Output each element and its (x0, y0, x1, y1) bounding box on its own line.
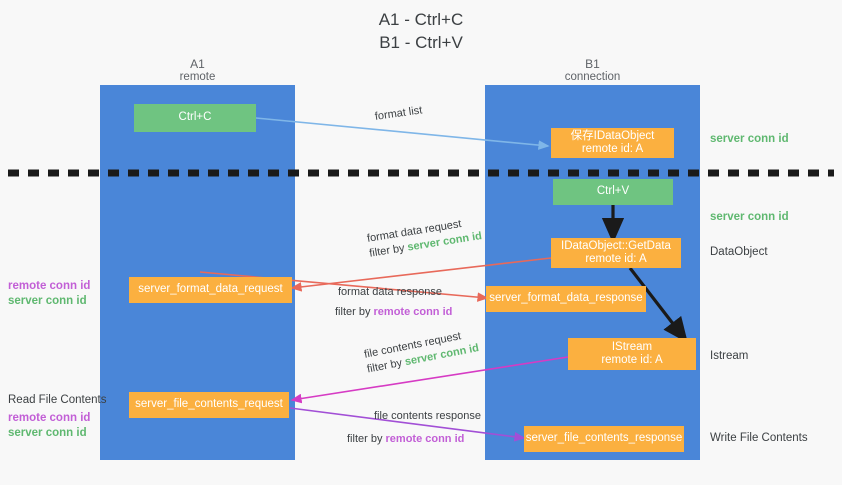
left-label-server-conn-id-upper: server conn id (8, 295, 87, 307)
node-ctrl-v-label: Ctrl+V (596, 185, 630, 198)
column-header-a1: A1 remote (130, 58, 265, 84)
left-label-server-conn-id-lower: server conn id (8, 427, 87, 439)
node-idataobject-getdata-line-1: IDataObject::GetData (561, 239, 671, 252)
node-server-file-contents-response-label: server_file_contents_response (525, 432, 683, 445)
right-label-write-file-contents: Write File Contents (710, 432, 808, 444)
column-header-b1: B1 connection (525, 58, 660, 84)
filter-key-remote-conn-id: remote conn id (385, 433, 465, 445)
column-b1-name: B1 (585, 57, 600, 71)
filter-prefix: filter by (347, 433, 386, 445)
left-label-conn-ids-lower: remote conn id server conn id (8, 411, 90, 441)
right-label-istream: Istream (710, 350, 749, 362)
left-label-remote-conn-id-upper: remote conn id (8, 280, 91, 292)
edge-label-file-contents-response-filter: filter by remote conn id (347, 432, 481, 447)
title-line-2: B1 - Ctrl+V (379, 33, 463, 52)
node-save-idataobject[interactable]: 保存IDataObject remote id: A (551, 128, 674, 158)
filter-prefix: filter by (335, 306, 374, 318)
edge-label-format-data-response-filter: filter by remote conn id (335, 305, 452, 320)
node-ctrl-c-label: Ctrl+C (178, 111, 212, 124)
node-istream-line-1: IStream (611, 340, 653, 353)
node-server-format-data-response-label: server_format_data_response (489, 292, 643, 305)
node-istream[interactable]: IStream remote id: A (568, 338, 696, 370)
edge-label-format-list-text: format list (374, 104, 424, 123)
right-label-server-conn-id-mid: server conn id (710, 211, 789, 223)
column-a1-name: A1 (190, 57, 205, 71)
node-ctrl-c[interactable]: Ctrl+C (134, 104, 256, 132)
node-ctrl-v[interactable]: Ctrl+V (553, 179, 673, 205)
edge-label-format-data-response-title: format data response (338, 286, 442, 298)
column-b1-sub: connection (564, 71, 621, 83)
left-label-conn-ids-upper: remote conn id server conn id (8, 279, 90, 309)
right-label-server-conn-id-top: server conn id (710, 133, 789, 145)
right-label-dataobject: DataObject (710, 246, 768, 258)
node-idataobject-getdata-line-2: remote id: A (585, 253, 647, 265)
node-server-file-contents-request[interactable]: server_file_contents_request (129, 392, 289, 418)
node-server-file-contents-request-label: server_file_contents_request (135, 398, 283, 411)
left-label-read-file-contents: Read File Contents (8, 394, 107, 406)
edge-label-format-data-request: format data request filter by server con… (366, 214, 483, 261)
node-save-idataobject-line-1: 保存IDataObject (570, 129, 655, 142)
node-save-idataobject-line-2: remote id: A (581, 143, 644, 155)
edge-label-file-contents-response-title: file contents response (374, 410, 482, 422)
edge-label-file-contents-request: file contents request filter by server c… (363, 326, 480, 377)
node-server-format-data-request-label: server_format_data_request (138, 283, 283, 296)
edge-label-file-contents-response: file contents response filter by remote … (347, 409, 482, 447)
node-server-file-contents-response[interactable]: server_file_contents_response (524, 426, 684, 452)
node-server-format-data-request[interactable]: server_format_data_request (129, 277, 292, 303)
node-server-format-data-response[interactable]: server_format_data_response (486, 286, 646, 312)
title-line-1: A1 - Ctrl+C (378, 10, 464, 29)
column-a1-sub: remote (179, 71, 216, 83)
node-idataobject-getdata[interactable]: IDataObject::GetData remote id: A (551, 238, 681, 268)
filter-key-remote-conn-id: remote conn id (373, 306, 453, 318)
edge-label-format-list: format list (374, 103, 423, 124)
node-istream-line-2: remote id: A (601, 354, 663, 366)
diagram-title: A1 - Ctrl+C B1 - Ctrl+V (0, 8, 842, 54)
left-label-remote-conn-id-lower: remote conn id (8, 412, 91, 424)
edge-label-format-data-response: format data response filter by remote co… (335, 285, 452, 320)
